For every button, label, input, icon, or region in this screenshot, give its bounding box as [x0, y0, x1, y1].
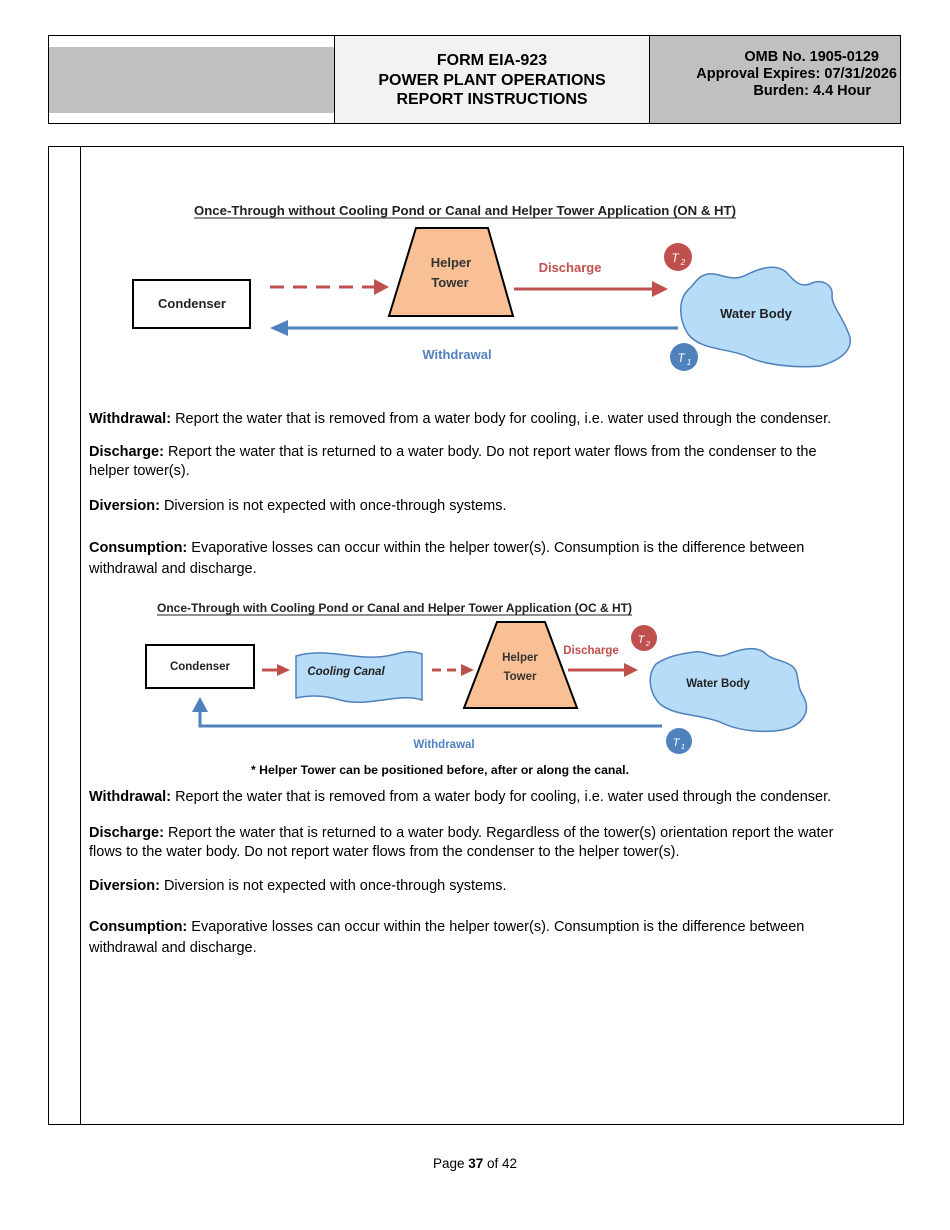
omb-number: OMB No. 1905-0129 [744, 49, 879, 65]
t2-marker [664, 243, 692, 271]
water-body-shape [680, 266, 851, 368]
section1-discharge: Discharge: Report the water that is retu… [89, 443, 839, 481]
diagram1-title: Once-Through without Cooling Pond or Can… [194, 204, 736, 218]
discharge-label: Discharge [539, 260, 602, 275]
section2-diversion: Diversion: Diversion is not expected wit… [89, 877, 879, 896]
discharge-heading: Discharge: [89, 444, 164, 460]
t1-marker [670, 343, 698, 371]
condenser-label-2: Condenser [170, 661, 231, 673]
consumption-heading: Consumption: [89, 540, 188, 556]
page-total: of 42 [483, 1156, 518, 1171]
section1-withdrawal: Withdrawal: Report the water that is rem… [89, 410, 879, 429]
header-grey-band [49, 47, 334, 113]
water-body-label-2: Water Body [686, 678, 750, 690]
page-prefix: Page [432, 1156, 469, 1171]
diagram2-title: Once-Through with Cooling Pond or Canal … [157, 603, 632, 615]
t2-label: T [671, 251, 680, 265]
withdrawal-heading: Withdrawal: [89, 411, 172, 427]
water-body-label: Water Body [720, 306, 793, 321]
cooling-canal-label: Cooling Canal [307, 666, 385, 678]
consumption-heading-2: Consumption: [89, 919, 188, 935]
t1-label-2: T [673, 737, 681, 749]
diversion-text: Diversion is not expected with once-thro… [159, 498, 507, 514]
form-subtitle-1: POWER PLANT OPERATIONS [378, 71, 606, 89]
withdrawal-text: Report the water that is removed from a … [171, 411, 832, 427]
diagram-oc-ht: Once-Through with Cooling Pond or Canal … [145, 603, 808, 777]
tower-label-2: Tower [431, 275, 468, 290]
withdrawal-text-2: Report the water that is removed from a … [171, 789, 832, 805]
diagram2-note: * Helper Tower can be positioned before,… [251, 765, 629, 777]
diversion-text-2: Diversion is not expected with once-thro… [159, 878, 507, 894]
tower2-label-2: Tower [503, 671, 537, 683]
condenser-label: Condenser [158, 296, 226, 311]
water-body-shape-2 [649, 647, 808, 733]
section1-diversion: Diversion: Diversion is not expected wit… [89, 497, 879, 516]
diversion-heading-2: Diversion: [89, 878, 160, 894]
page-number: 37 [468, 1156, 484, 1171]
discharge-text-2: Report the water that is returned to a w… [89, 825, 834, 860]
withdrawal-label: Withdrawal [422, 347, 491, 362]
left-margin-rule [80, 147, 81, 1124]
header-title-block: FORM EIA-923 POWER PLANT OPERATIONS REPO… [335, 36, 650, 123]
discharge-text: Report the water that is returned to a w… [89, 444, 817, 479]
section2-discharge: Discharge: Report the water that is retu… [89, 824, 849, 862]
cooling-canal-shape [295, 650, 423, 704]
header-logo-area [49, 36, 335, 123]
discharge-label-2: Discharge [563, 645, 619, 657]
section2-withdrawal: Withdrawal: Report the water that is rem… [89, 788, 879, 807]
form-title: FORM EIA-923 [436, 52, 548, 70]
t2-sub: 2 [680, 258, 686, 267]
condenser-box-2 [145, 644, 255, 689]
t2-sub-2: 2 [645, 639, 651, 648]
diagram-on-ht: Once-Through without Cooling Pond or Can… [132, 204, 851, 371]
section1-consumption: Consumption: Evaporative losses can occu… [89, 538, 859, 580]
form-subtitle-2: REPORT INSTRUCTIONS [396, 91, 588, 109]
consumption-text-2: Evaporative losses can occur within the … [89, 919, 805, 956]
t1-label: T [677, 351, 686, 365]
form-header: FORM EIA-923 POWER PLANT OPERATIONS REPO… [48, 35, 901, 124]
t2-label-2: T [638, 634, 646, 646]
t1-sub-2: 1 [681, 742, 685, 751]
consumption-text: Evaporative losses can occur within the … [89, 540, 805, 577]
withdrawal-label-2: Withdrawal [413, 739, 474, 751]
t2-marker-2 [631, 625, 657, 651]
page-footer: Page 37 of 42 [0, 1156, 950, 1171]
content-frame [48, 146, 904, 1125]
helper-tower-shape [387, 227, 515, 317]
t1-sub: 1 [687, 358, 691, 367]
condenser-box [132, 279, 251, 329]
approval-expires: Approval Expires: 07/31/2026 [696, 66, 897, 82]
diversion-heading: Diversion: [89, 498, 160, 514]
t1-marker-2 [666, 728, 692, 754]
tower-label-1: Helper [431, 255, 471, 270]
withdrawal-heading-2: Withdrawal: [89, 789, 172, 805]
discharge-heading-2: Discharge: [89, 825, 164, 841]
section2-consumption: Consumption: Evaporative losses can occu… [89, 917, 859, 959]
header-omb-block: OMB No. 1905-0129 Approval Expires: 07/3… [650, 36, 900, 123]
burden-hours: Burden: 4.4 Hour [753, 83, 871, 99]
helper-tower-shape-2 [462, 621, 579, 709]
tower2-label-1: Helper [502, 652, 538, 664]
